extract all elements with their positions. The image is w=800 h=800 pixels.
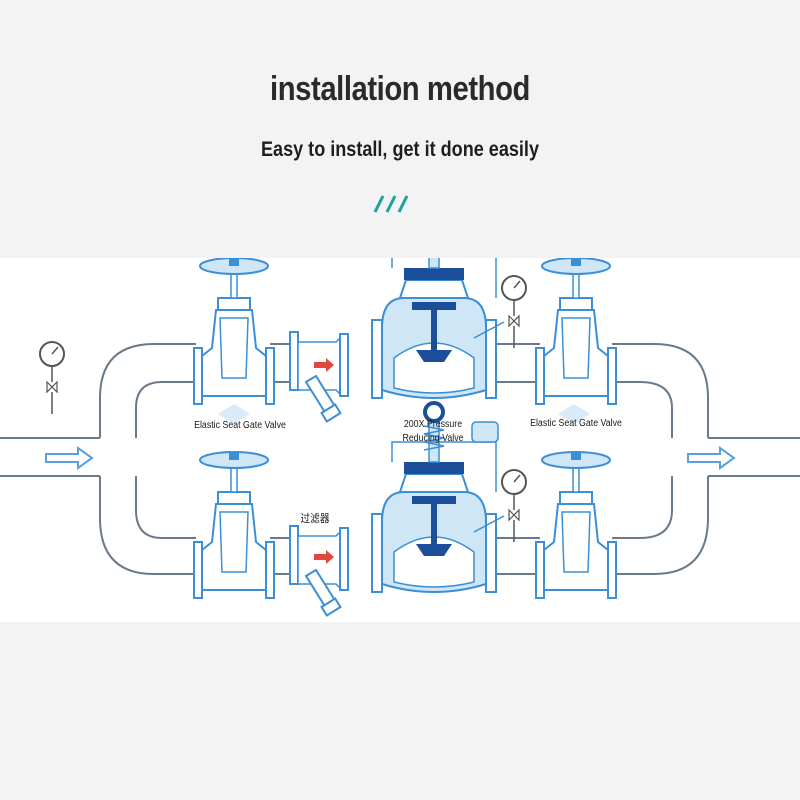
left-gate-valve-label: Elastic Seat Gate Valve	[194, 420, 286, 431]
page-title: installation method	[270, 70, 530, 108]
upper-pressure-reducing-valve	[370, 207, 506, 400]
inlet-pipe	[0, 437, 100, 477]
page-subtitle: Easy to install, get it done easily	[260, 138, 539, 161]
upper-outlet-gauge	[501, 275, 527, 349]
lower-flow-direction-icon	[314, 550, 334, 564]
right-gate-valve-label: Elastic Seat Gate Valve	[530, 418, 622, 429]
reducing-valve-label: 200X Pressure Reducing Valve	[402, 419, 464, 444]
piping-schematic	[0, 207, 800, 617]
outlet-flow-arrow-icon	[687, 446, 736, 470]
upper-flow-direction-icon	[314, 358, 334, 372]
lower-strainer	[289, 525, 349, 617]
outlet-pipe	[708, 437, 800, 477]
filter-label: 过滤器	[300, 513, 330, 525]
upper-strainer	[289, 331, 349, 423]
upper-left-gate-valve	[193, 257, 275, 405]
slash-divider-icon	[373, 195, 409, 213]
footer-blank-area	[0, 622, 800, 800]
lower-right-gate-valve	[535, 451, 617, 599]
upper-right-gate-valve	[535, 257, 617, 405]
lower-left-gate-valve	[193, 451, 275, 599]
lower-outlet-gauge	[501, 469, 527, 543]
header-section: installation method Easy to install, get…	[0, 0, 800, 258]
inlet-flow-arrow-icon	[45, 446, 94, 470]
installation-diagram: Elastic Seat Gate Valve 200X Pressure Re…	[0, 207, 800, 622]
inlet-pressure-gauge	[39, 341, 65, 415]
